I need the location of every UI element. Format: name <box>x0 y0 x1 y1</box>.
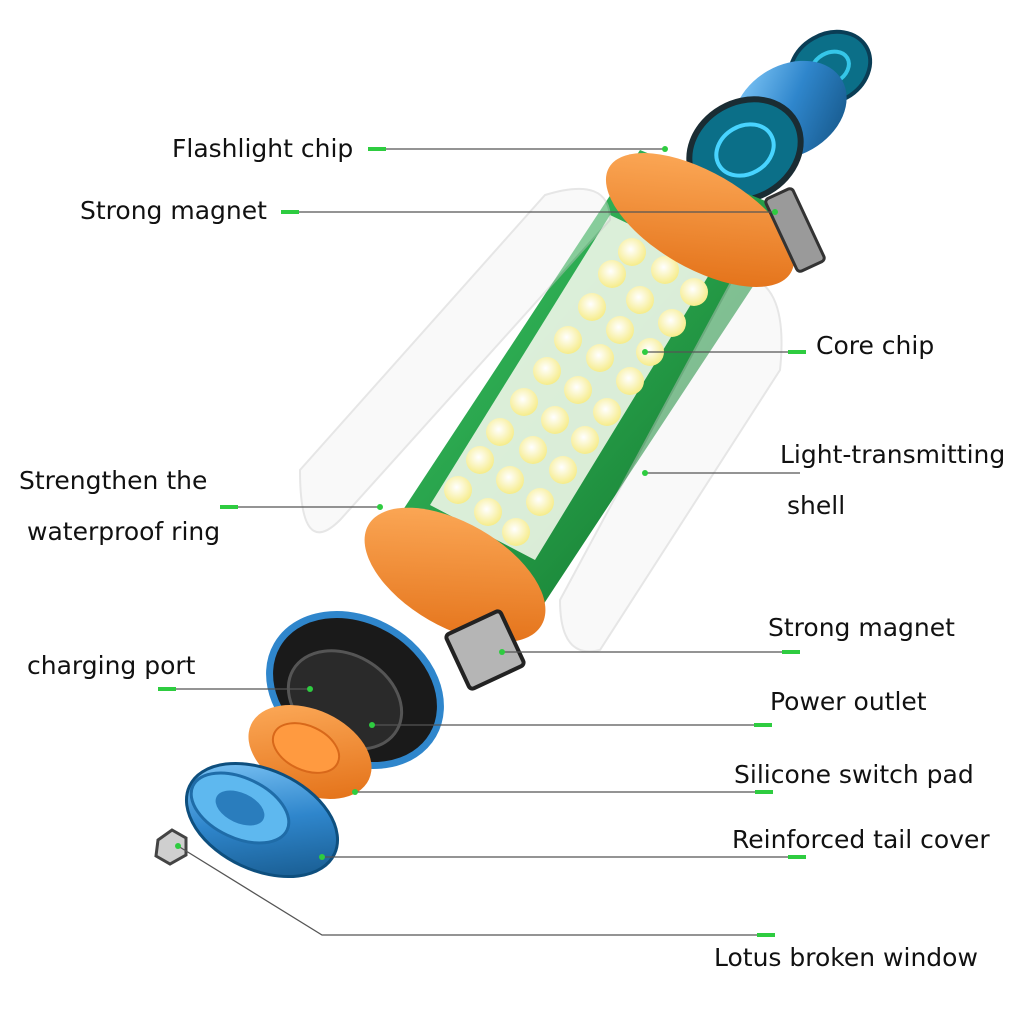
led-array <box>444 238 708 546</box>
leader-lines <box>160 148 805 936</box>
label-power-outlet: Power outlet <box>770 687 927 716</box>
label-shell: shell <box>787 491 846 520</box>
label-core-chip: Core chip <box>816 331 935 360</box>
label-lotus-broken-window: Lotus broken window <box>714 943 978 972</box>
top-orange-ring <box>605 153 795 287</box>
window-breaker-tip <box>154 828 188 866</box>
label-flashlight-chip: Flashlight chip <box>172 134 354 163</box>
label-light-transmitting: Light-transmitting <box>780 440 1006 469</box>
label-reinforced-tail-cover: Reinforced tail cover <box>732 825 990 854</box>
label-silicone-switch-pad: Silicone switch pad <box>734 760 974 789</box>
label-strong-magnet-top: Strong magnet <box>80 196 267 225</box>
label-strong-magnet-bottom: Strong magnet <box>768 613 955 642</box>
tail-cover <box>184 761 340 879</box>
leader-lotus-window <box>177 845 775 936</box>
label-waterproof-ring: waterproof ring <box>27 517 221 546</box>
label-strengthen-the: Strengthen the <box>19 466 208 495</box>
top-magnet <box>764 187 826 273</box>
label-markers <box>158 146 806 937</box>
bottom-magnet <box>444 609 526 691</box>
top-end-cap <box>686 29 873 204</box>
circuit-board-body <box>370 150 800 640</box>
bottom-orange-ring <box>364 507 546 643</box>
label-charging-port: charging port <box>27 651 196 680</box>
